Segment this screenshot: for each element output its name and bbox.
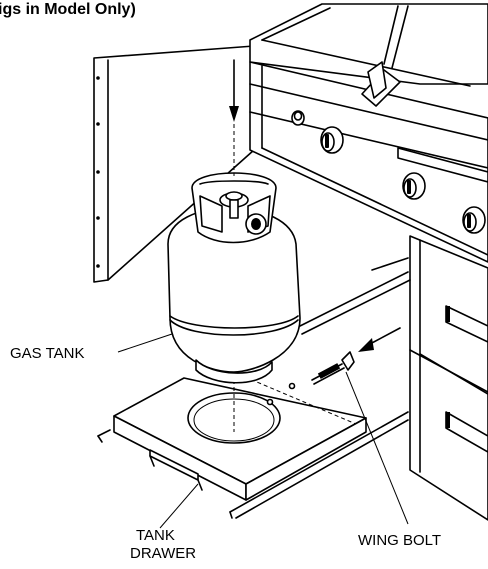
tank-drawer-label-line1: TANK [136,527,175,544]
knob-1-icon [320,126,344,154]
down-arrow-icon [229,59,239,176]
grill-head [249,3,488,263]
knob-2-icon [402,172,426,200]
drawer-rails [97,257,411,519]
side-panel [93,45,255,283]
cabinet [409,235,488,521]
gas-tank-label: GAS TANK [10,345,84,362]
wing-bolt [311,351,355,385]
wing-bolt-arrow-icon [358,327,401,352]
wing-bolt-leader [345,371,409,525]
header-fragment: igs in Model Only) [0,1,136,18]
gas-tank-leader [117,333,173,353]
wing-bolt-label: WING BOLT [358,532,441,549]
tank-drawer-label-line2: DRAWER [130,545,196,562]
tank-drawer [113,373,367,501]
tank-drawer-leader [159,483,199,529]
knob-3-icon [462,206,486,234]
gas-tank [167,172,301,384]
